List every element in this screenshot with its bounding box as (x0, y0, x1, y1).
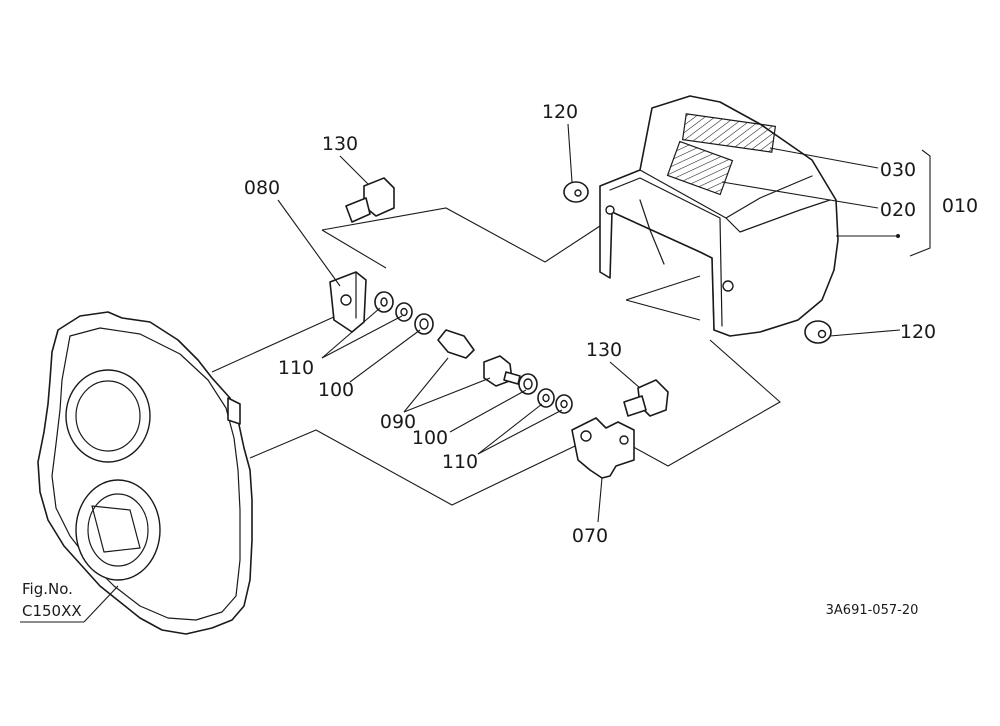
label-110-right: 110 (442, 451, 478, 473)
label-100-left: 100 (318, 379, 354, 401)
washer-110-right-1 (537, 388, 555, 408)
label-100-right: 100 (412, 427, 448, 449)
cover-assembly-010 (599, 95, 839, 337)
bolt-090-left (437, 329, 475, 359)
bracket-070 (571, 417, 635, 479)
figure-reference: Fig.No. C150XX 3A691-057-20 (22, 580, 918, 620)
bolt-130-lower (623, 379, 669, 417)
gear-case-housing (37, 311, 253, 635)
label-070: 070 (572, 525, 608, 547)
label-030: 030 (880, 159, 916, 181)
washer-100-right (518, 373, 538, 395)
drawing-code: 3A691-057-20 (826, 603, 919, 618)
washer-100-left (414, 313, 434, 335)
bolt-090-right (483, 355, 521, 387)
label-080: 080 (244, 177, 280, 199)
callout-labels: 130 080 120 030 020 010 120 110 100 090 … (244, 101, 978, 547)
callout-leaders (20, 123, 931, 623)
bracket-080 (329, 271, 367, 333)
nut-120-upper (563, 181, 589, 203)
label-090: 090 (380, 411, 416, 433)
label-120-lower: 120 (900, 321, 936, 343)
label-130-lower: 130 (586, 339, 622, 361)
washer-110-left-1 (374, 291, 394, 313)
label-010: 010 (942, 195, 978, 217)
assembly-guide-lines (211, 207, 781, 506)
label-130-upper: 130 (322, 133, 358, 155)
label-120-upper: 120 (542, 101, 578, 123)
nut-120-lower (804, 320, 832, 344)
fig-no-label: Fig.No. (22, 580, 73, 598)
label-110-left: 110 (278, 357, 314, 379)
label-020: 020 (880, 199, 916, 221)
bolt-130-upper (345, 177, 395, 223)
fig-no-value: C150XX (22, 602, 82, 620)
washer-110-right-2 (555, 394, 573, 414)
